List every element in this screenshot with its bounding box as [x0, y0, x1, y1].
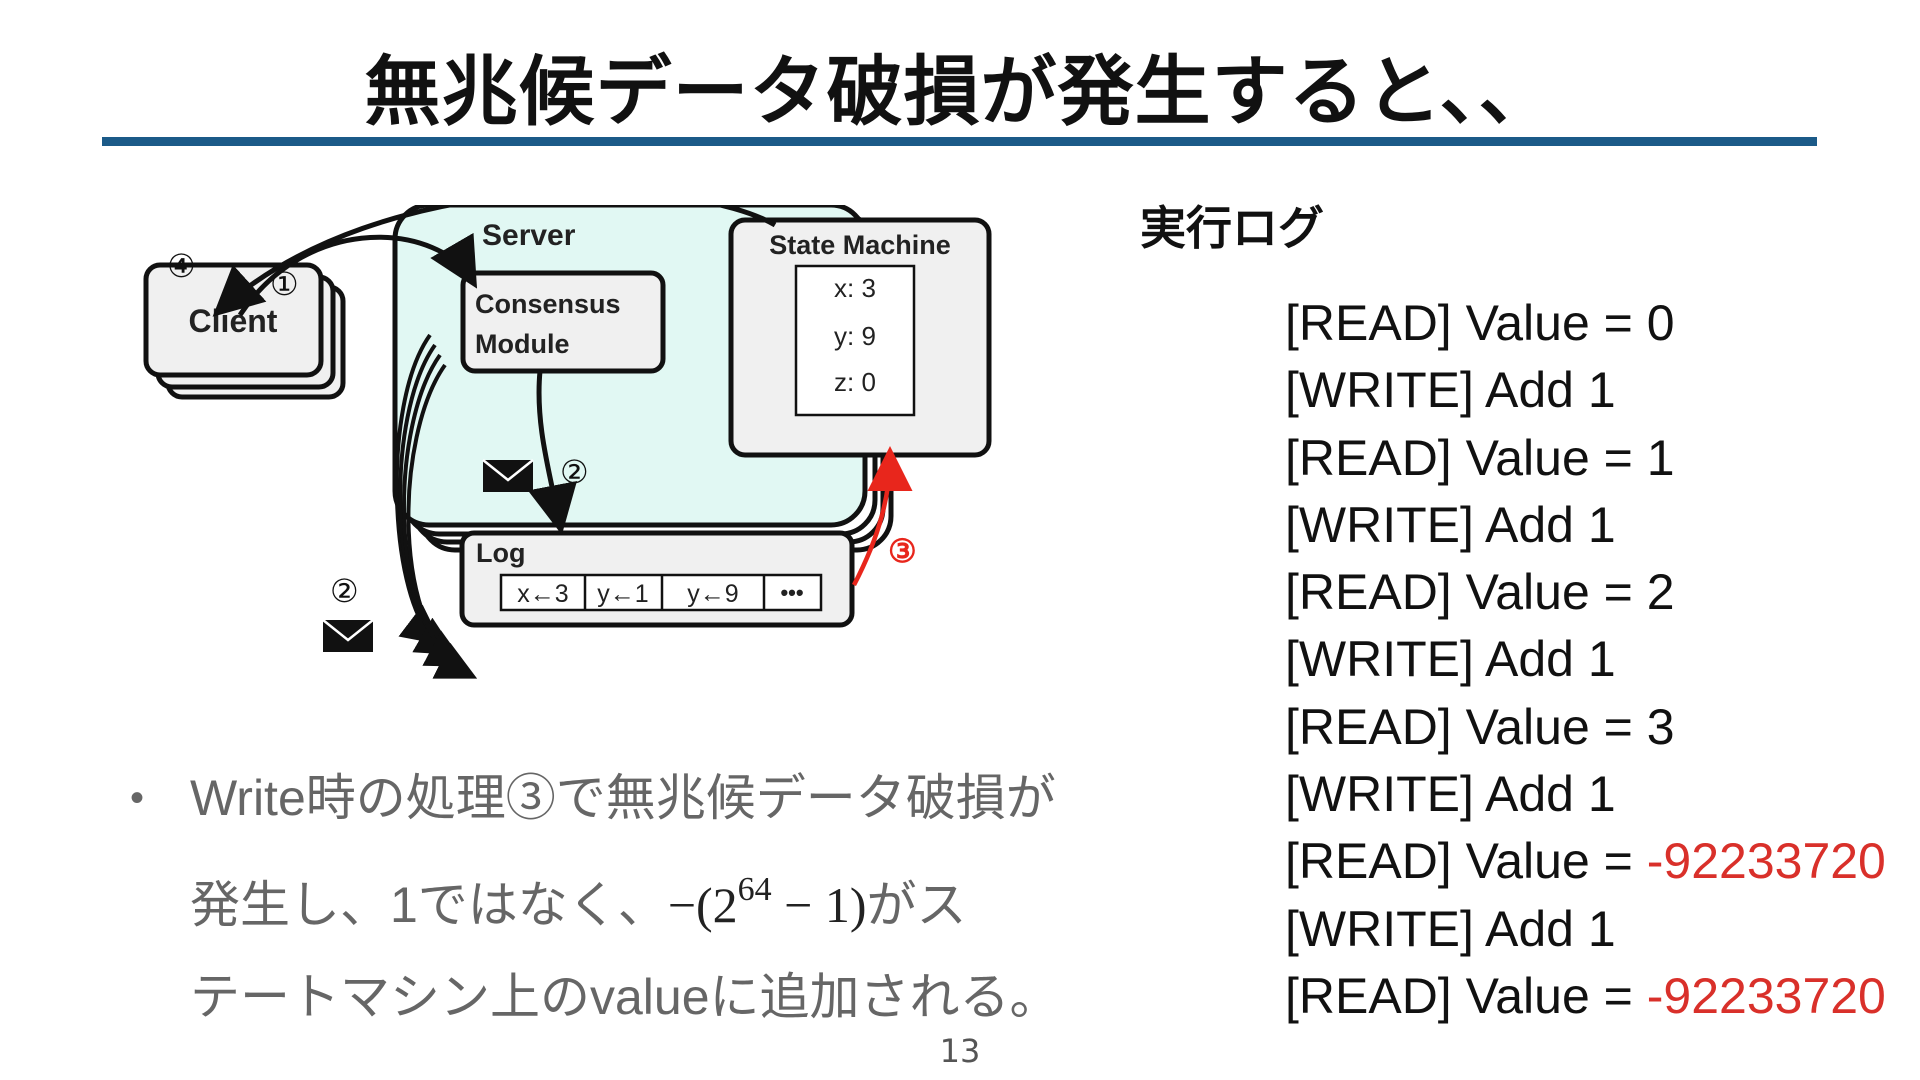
log-heading: 実行ログ [1140, 201, 1324, 255]
log-entry: y←1 [597, 580, 648, 608]
consensus-label-2: Module [475, 329, 570, 359]
step-2-marker: ② [560, 454, 589, 490]
log-line-prefix: [WRITE] Add [1285, 766, 1588, 823]
log-line: [WRITE] Add 1 [1285, 626, 1920, 693]
log-line-prefix: [READ] Value = [1285, 429, 1647, 486]
slide-title: 無兆候データ破損が発生すると、、 [364, 47, 1556, 136]
log-line: [WRITE] Add 1 [1285, 761, 1920, 828]
log-line: [READ] Value = 2 [1285, 559, 1920, 626]
log-line: [WRITE] Add 1 [1285, 896, 1920, 963]
log-line-value: 0 [1646, 295, 1675, 351]
math-part: − 1) [771, 877, 867, 933]
math-exponent: 64 [737, 871, 772, 908]
step-4-marker: ④ [167, 248, 196, 284]
log-line-prefix: [READ] Value = [1285, 295, 1647, 351]
bullet-text-segment: 発生し、1ではなく、 [190, 877, 668, 933]
log-line-value-corrupted: -92233720 [1646, 967, 1886, 1024]
log-line-prefix: [READ] Value = [1285, 698, 1647, 755]
bullet-dot-icon: • [130, 776, 145, 820]
step-3-marker: ③ [888, 533, 917, 569]
envelope-icon [482, 459, 534, 492]
step-2-marker-b: ② [330, 573, 359, 609]
consensus-module-box [460, 270, 666, 374]
bullet-line: Write時の処理③で無兆候データ破損が [190, 770, 1056, 826]
log-entry: ••• [780, 580, 803, 605]
log-line-prefix: [WRITE] Add [1285, 900, 1588, 957]
log-line-value: 1 [1646, 429, 1675, 486]
log-line-prefix: [WRITE] Add [1285, 496, 1588, 553]
log-line: [READ] Value = 3 [1285, 694, 1920, 761]
log-entry: x←3 [517, 580, 568, 608]
log-line: [READ] Value = -92233720 [1285, 963, 1920, 1030]
server-label: Server [482, 219, 576, 252]
state-machine-label: State Machine [769, 230, 951, 260]
bullet-line: テートマシン上のvalueに追加される。 [190, 969, 1060, 1025]
log-line-value: 1 [1587, 496, 1616, 553]
step-1-marker: ① [270, 266, 299, 302]
log-line-value-corrupted: -92233720 [1646, 833, 1886, 890]
log-line-prefix: [READ] Value = [1285, 967, 1647, 1024]
consensus-label-1: Consensus [475, 289, 621, 319]
state-value-z: z: 0 [834, 367, 876, 397]
log-line-prefix: [READ] Value = [1285, 564, 1647, 621]
bullet-text: Write時の処理③で無兆候データ破損が 発生し、1ではなく、−(264 − 1… [190, 752, 1190, 1043]
log-line-value: 2 [1646, 564, 1675, 621]
arrow-step-2 [527, 370, 577, 535]
state-value-y: y: 9 [834, 321, 876, 351]
log-line-prefix: [READ] Value = [1285, 833, 1647, 890]
client-stack [143, 262, 346, 400]
arrow-step-3 [852, 446, 913, 587]
arrow-step-4 [212, 205, 777, 317]
log-entry: y←9 [687, 580, 738, 608]
page-number: 13 [939, 1032, 981, 1070]
log-line-value: 1 [1587, 362, 1616, 419]
log-line: [READ] Value = 1 [1285, 425, 1920, 492]
log-line: [READ] Value = 0 [1285, 290, 1920, 357]
log-line-value: 3 [1646, 698, 1675, 755]
log-line: [READ] Value = -92233720 [1285, 828, 1920, 895]
log-line-value: 1 [1587, 631, 1616, 688]
state-value-x: x: 3 [834, 273, 876, 303]
log-line-value: 1 [1587, 766, 1616, 823]
log-line-prefix: [WRITE] Add [1285, 631, 1588, 688]
raft-architecture-diagram: Server Client Consensus Module State Mac… [143, 205, 992, 679]
title-divider [102, 137, 1817, 146]
math-expression: −(264 − 1) [667, 871, 867, 933]
math-part: −(2 [667, 877, 738, 933]
log-label: Log [476, 538, 525, 568]
arrow-step-1 [237, 232, 478, 317]
replication-arrows [394, 333, 478, 679]
log-line-prefix: [WRITE] Add [1285, 362, 1588, 419]
log-entries: x←3 y←1 y←9 ••• [499, 573, 823, 612]
client-label: Client [189, 303, 278, 339]
state-values-box [794, 264, 916, 417]
log-line: [WRITE] Add 1 [1285, 492, 1920, 559]
log-line-value: 1 [1587, 900, 1616, 957]
bullet-line: 発生し、1ではなく、−(264 − 1)がス [190, 844, 1190, 951]
log-line: [WRITE] Add 1 [1285, 357, 1920, 424]
envelope-icon [322, 619, 374, 652]
execution-log: [READ] Value = 0 [WRITE] Add 1 [READ] Va… [1285, 290, 1920, 1030]
bullet-text-segment: がス [866, 877, 967, 933]
